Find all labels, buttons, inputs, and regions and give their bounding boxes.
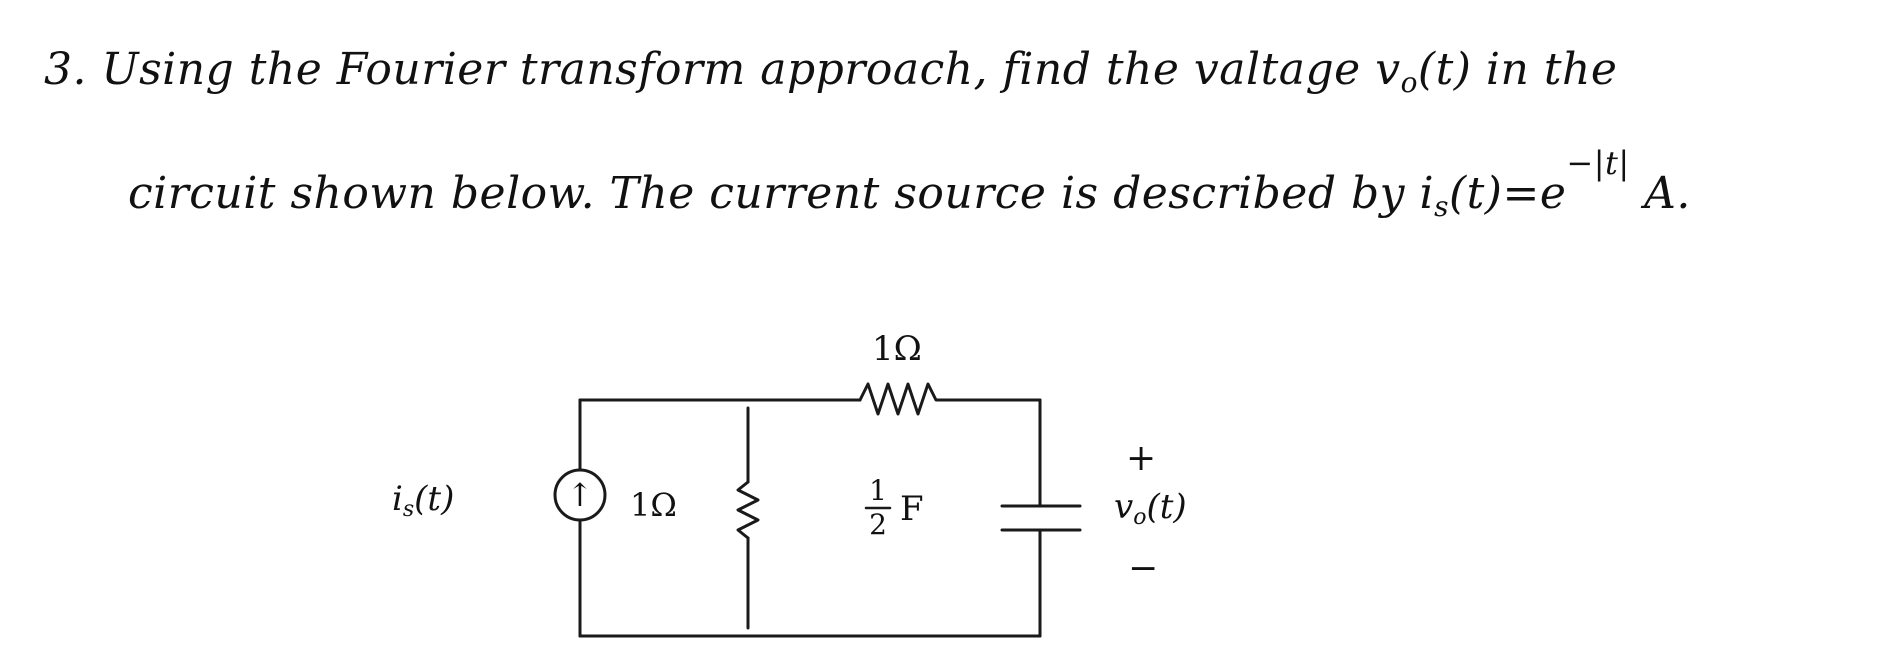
output-minus-sign: − — [1128, 548, 1158, 589]
capacitor-label-numerator: 1 — [869, 474, 887, 507]
capacitor-label-unit: F — [900, 489, 924, 529]
series-resistor-label: 1Ω — [872, 329, 922, 369]
problem-statement-line-1: 3. Using the Fourier transform approach,… — [44, 44, 1617, 99]
source-equation: (t)=e — [1448, 168, 1567, 219]
output-voltage-label: vo(t) — [1114, 487, 1187, 530]
source-current-label: is(t) — [392, 479, 454, 522]
problem-statement-line-2: circuit shown below. The current source … — [128, 144, 1691, 223]
problem-text-2: circuit shown below. The current source … — [128, 168, 1435, 219]
source-exponent: −|t| — [1566, 144, 1630, 182]
series-resistor — [858, 382, 947, 416]
source-unit: A. — [1644, 168, 1691, 219]
current-source — [553, 468, 607, 522]
current-source-arrow: ↑ — [567, 476, 594, 514]
capacitor-label-denominator: 2 — [869, 508, 887, 541]
output-voltage-symbol: vo(t) in the — [1375, 44, 1618, 99]
source-subscript: s — [1434, 190, 1449, 223]
problem-text-1: Using the Fourier transform approach, fi… — [101, 44, 1361, 95]
shunt-resistor — [736, 480, 760, 540]
shunt-resistor-label: 1Ω — [630, 486, 677, 524]
output-plus-sign: + — [1126, 438, 1156, 479]
problem-number: 3. — [44, 44, 87, 95]
